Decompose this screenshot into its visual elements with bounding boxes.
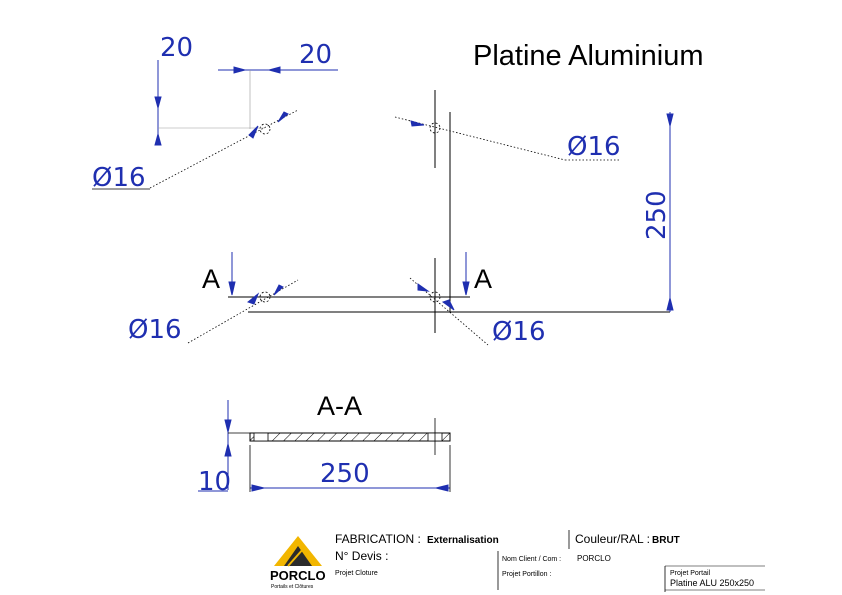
tb-fabrication-label: FABRICATION : [335,532,421,546]
section-body [249,432,451,442]
dim-width-text: 250 [320,459,370,489]
tb-fabrication-value: Externalisation [427,535,499,546]
hole-arrow [248,125,259,139]
section-arrow-left [228,281,236,296]
section-mark-left: A [202,264,220,294]
hole-label-bl: Ø16 [128,315,182,345]
dim-offset-left-text: 20 [160,33,193,63]
dim-offset-right-text: 20 [299,40,332,70]
logo-text: PORCLO [270,568,326,583]
dim-arrow [224,443,232,457]
dim-arrow [267,66,281,74]
section-view [228,418,451,455]
tb-couleur-label: Couleur/RAL : [575,532,650,546]
hole-label-tl: Ø16 [92,163,146,193]
section-mark-right: A [474,264,492,294]
dim-arrow [435,484,449,492]
leader-hole-tl [149,109,299,189]
dim-arrow [154,96,162,110]
section-arrow-right [462,281,470,296]
section-title: A-A [317,391,362,421]
porclo-logo: PORCLO Portails et Clôtures [270,536,326,590]
hole-bottom-right [429,291,441,303]
title-block: PORCLO Portails et Clôtures FABRICATION … [270,530,765,592]
logo-stripe [287,547,305,567]
tb-couleur-value: BRUT [652,535,680,546]
dim-arrow [224,419,232,433]
hole-arrow [410,120,425,127]
leader-hole-tr [394,116,566,161]
dim-arrow [666,113,674,127]
tb-client-label: Nom Client / Com : [502,556,561,563]
section-hole-left [253,432,269,442]
hole-arrow [246,292,260,305]
dim-arrow [233,66,247,74]
hole-top-left [259,123,271,135]
hole-label-tr: Ø16 [567,132,621,162]
tb-client-value: PORCLO [577,554,611,563]
tb-projet-portillon-label: Projet Portillon : [502,571,551,578]
tb-projet-portail-label: Projet Portail [670,570,711,577]
drawing-title: Platine Aluminium [473,40,704,72]
dim-arrow [251,484,265,492]
hole-label-br: Ø16 [492,317,546,347]
tb-devis-label: N° Devis : [335,549,388,563]
dim-thickness-text: 10 [198,467,231,497]
hole-arrow [417,283,430,292]
tb-projet-cloture-label: Projet Cloture [335,570,378,577]
hole-bottom-left [259,291,271,303]
hole-arrow [441,299,455,311]
dim-arrow [154,132,162,146]
dim-arrow [666,297,674,311]
hole-arrow [273,284,284,296]
hole-arrow [277,111,289,123]
dim-height-text: 250 [642,190,672,240]
plate-top-view [228,90,670,333]
logo-tagline: Portails et Clôtures [271,584,314,590]
tb-projet-portail-value: Platine ALU 250x250 [670,578,754,588]
